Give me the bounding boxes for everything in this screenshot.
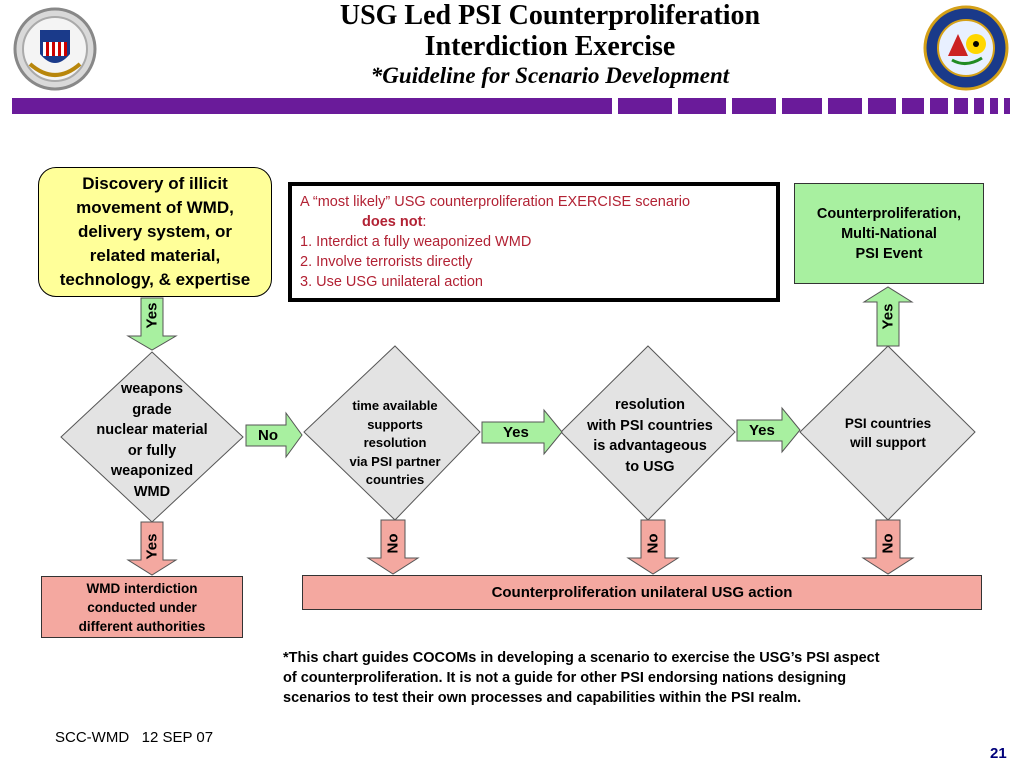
arrow-right-yes-3 [736, 406, 801, 454]
stratcom-center-seal-icon [923, 5, 1009, 91]
discovery-line: related material, [89, 246, 221, 265]
scenario-item: 1. Interdict a fully weaponized WMD [300, 234, 532, 250]
arrow-down-no-4 [861, 519, 915, 575]
discovery-line: Discovery of illicit [82, 174, 228, 193]
arrow-down-no-3 [626, 519, 680, 575]
header-stripe [12, 98, 1010, 114]
arrow-label-yes-2: Yes [503, 424, 529, 441]
footnote: *This chart guides COCOMs in developing … [283, 650, 880, 706]
arrow-down-yes-bottom [126, 521, 178, 576]
scenario-item: 3. Use USG unilateral action [300, 274, 483, 290]
scenario-does-not: does not: [362, 214, 427, 230]
arrow-down-yes-top [126, 297, 178, 351]
arrow-label-yes-up: Yes [879, 303, 897, 330]
footer-source-date: SCC-WMD 12 SEP 07 [55, 729, 214, 746]
wmd-interdiction-line: WMD interdiction [86, 580, 198, 596]
arrow-label-no-1: No [258, 427, 278, 444]
discovery-box: Discovery of illicit movement of WMD, de… [38, 167, 272, 297]
decision-text-weapons-grade: weapons grade nuclear material or fully … [96, 381, 208, 500]
arrow-label-no-down-4: No [879, 533, 897, 554]
arrow-down-no-2 [366, 519, 420, 575]
multinational-event-box: Counterproliferation, Multi-National PSI… [794, 183, 984, 284]
multinational-line: Counterproliferation, [816, 205, 962, 222]
scenario-item: 2. Involve terrorists directly [300, 254, 473, 270]
page-number: 21 [990, 745, 1007, 762]
discovery-line: movement of WMD, [76, 198, 234, 217]
arrow-label-no-down-2: No [384, 533, 402, 554]
scenario-criteria-box: A “most likely” USG counterproliferation… [288, 182, 780, 302]
unilateral-action-box: Counterproliferation unilateral USG acti… [302, 575, 982, 610]
arrow-up-yes [862, 286, 914, 347]
arrow-label-yes-down: Yes [143, 533, 161, 560]
joint-chiefs-seal-icon [13, 7, 97, 91]
slide-title-line2: Interdiction Exercise [424, 31, 676, 62]
scenario-intro: A “most likely” USG counterproliferation… [300, 194, 691, 210]
decision-text-time-available: time available supports resolution via P… [349, 398, 441, 487]
discovery-line: delivery system, or [77, 222, 232, 241]
wmd-interdiction-box: WMD interdiction conducted under differe… [41, 576, 243, 638]
multinational-line: PSI Event [855, 245, 923, 262]
multinational-line: Multi-National [841, 225, 937, 242]
arrow-right-no-1 [245, 411, 303, 459]
arrow-label-yes-top: Yes [143, 302, 161, 329]
wmd-interdiction-line: different authorities [78, 618, 206, 634]
wmd-interdiction-line: conducted under [87, 599, 197, 615]
arrow-label-yes-3: Yes [749, 422, 775, 439]
arrow-label-no-down-3: No [644, 533, 662, 554]
decision-text-psi-support: PSI countries will support [844, 416, 932, 450]
slide-subtitle: *Guideline for Scenario Development [370, 63, 730, 88]
slide-title-line1: USG Led PSI Counterproliferation [339, 0, 761, 31]
arrow-right-yes-2 [481, 408, 563, 456]
decision-text-resolution: resolution with PSI countries is advanta… [587, 397, 713, 475]
discovery-line: technology, & expertise [59, 270, 251, 289]
